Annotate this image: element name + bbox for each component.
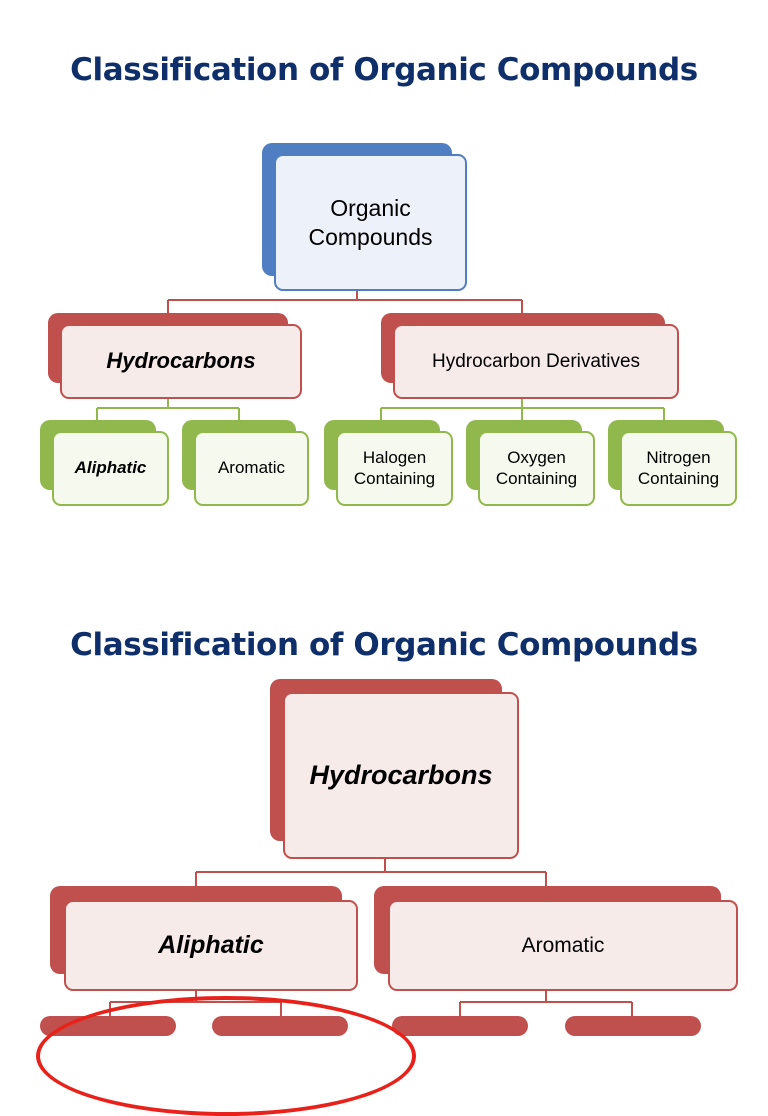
node-partial-3 (392, 1016, 532, 1036)
node-hydrocarbons-root: Hydrocarbons (270, 679, 519, 859)
node-partial-4 (565, 1016, 705, 1036)
node-aromatic-s2: Aromatic (374, 886, 738, 991)
node-organic-compounds: Organic Compounds (262, 143, 467, 291)
node-nitrogen-containing: Nitrogen Containing (608, 420, 737, 506)
node-hydrocarbons: Hydrocarbons (48, 313, 302, 399)
slide1-title: Classification of Organic Compounds (70, 52, 698, 88)
node-aliphatic-s2: Aliphatic (50, 886, 358, 991)
highlight-circle-annotation (36, 996, 416, 1116)
slide2-title: Classification of Organic Compounds (70, 627, 698, 663)
node-oxygen-containing: Oxygen Containing (466, 420, 595, 506)
node-halogen-containing: Halogen Containing (324, 420, 453, 506)
node-hydrocarbon-derivatives: Hydrocarbon Derivatives (381, 313, 679, 399)
node-aromatic: Aromatic (182, 420, 309, 506)
node-aliphatic: Aliphatic (40, 420, 169, 506)
